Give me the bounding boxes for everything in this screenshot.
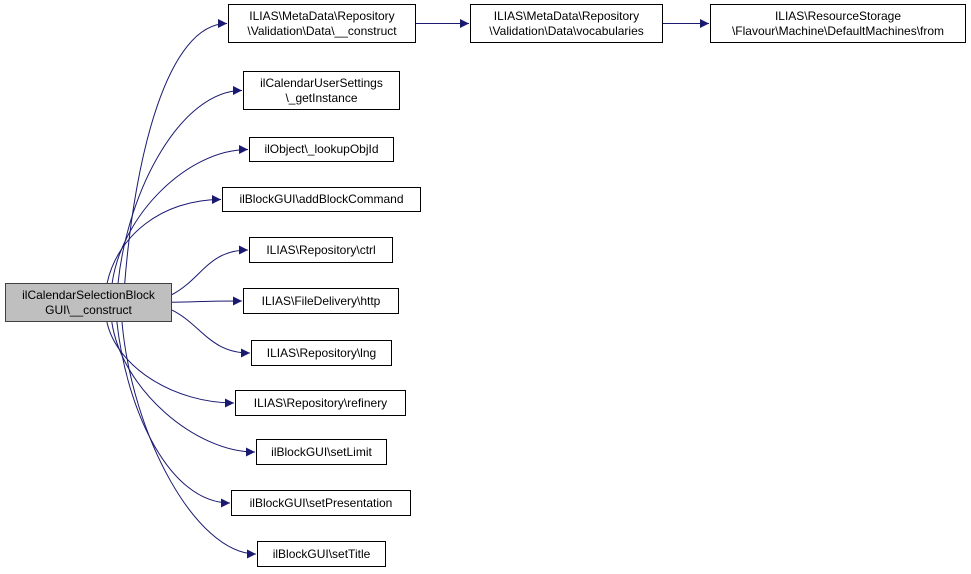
edge-group <box>106 19 709 559</box>
edge-root-to-n1 <box>124 19 228 284</box>
edge-root-to-n2 <box>117 86 243 284</box>
edge-root-to-n9 <box>111 321 256 457</box>
node-default-machines-from[interactable]: ILIAS\ResourceStorage \Flavour\Machine\D… <box>710 4 966 43</box>
node-repository-refinery[interactable]: ILIAS\Repository\refinery <box>235 390 406 416</box>
node-calendar-user-settings[interactable]: ilCalendarUserSettings \_getInstance <box>243 71 400 110</box>
node-repository-lng[interactable]: ILIAS\Repository\lng <box>251 340 392 366</box>
edge-root-to-n8 <box>106 321 235 408</box>
node-metadata-vocabularies[interactable]: ILIAS\MetaData\Repository \Validation\Da… <box>470 4 663 43</box>
edge-root-to-n11 <box>121 321 257 559</box>
edge-root-to-n4 <box>106 195 222 284</box>
node-label: ILIAS\MetaData\Repository \Validation\Da… <box>247 8 397 38</box>
node-add-block-command[interactable]: ilBlockGUI\addBlockCommand <box>222 187 421 212</box>
node-label: ILIAS\ResourceStorage \Flavour\Machine\D… <box>731 8 945 38</box>
edge-root-to-n7 <box>171 309 251 358</box>
edge-root-to-n3 <box>111 145 249 284</box>
edge-root-to-n10 <box>116 321 231 508</box>
node-label: ilBlockGUI\setPresentation <box>249 495 393 510</box>
node-label: ILIAS\Repository\ctrl <box>266 242 376 257</box>
node-label: ilBlockGUI\setLimit <box>271 444 372 459</box>
node-label: ilCalendarUserSettings \_getInstance <box>260 75 383 105</box>
node-label: ilObject\_lookupObjId <box>264 142 379 156</box>
node-metadata-data-construct[interactable]: ILIAS\MetaData\Repository \Validation\Da… <box>228 4 416 43</box>
edge-root-to-n6 <box>171 296 243 306</box>
node-label: ILIAS\Repository\refinery <box>253 395 388 410</box>
node-label: ILIAS\MetaData\Repository \Validation\Da… <box>489 8 644 38</box>
node-label: ILIAS\FileDelivery\http <box>261 293 381 308</box>
edge-root-to-n5 <box>171 245 249 296</box>
node-label: ILIAS\Repository\lng <box>266 345 377 360</box>
node-label: ilCalendarSelectionBlock GUI\__construct <box>22 287 155 317</box>
node-set-limit[interactable]: ilBlockGUI\setLimit <box>256 439 387 465</box>
node-root-function[interactable]: ilCalendarSelectionBlock GUI\__construct <box>5 283 172 322</box>
node-lookup-obj-id[interactable]: ilObject\_lookupObjId <box>249 137 394 162</box>
node-label: ilBlockGUI\setTitle <box>272 546 371 561</box>
node-repository-ctrl[interactable]: ILIAS\Repository\ctrl <box>249 237 393 263</box>
node-label: ilBlockGUI\addBlockCommand <box>239 192 404 206</box>
node-set-title[interactable]: ilBlockGUI\setTitle <box>257 541 386 567</box>
node-set-presentation[interactable]: ilBlockGUI\setPresentation <box>231 490 411 516</box>
node-filedelivery-http[interactable]: ILIAS\FileDelivery\http <box>243 288 399 314</box>
